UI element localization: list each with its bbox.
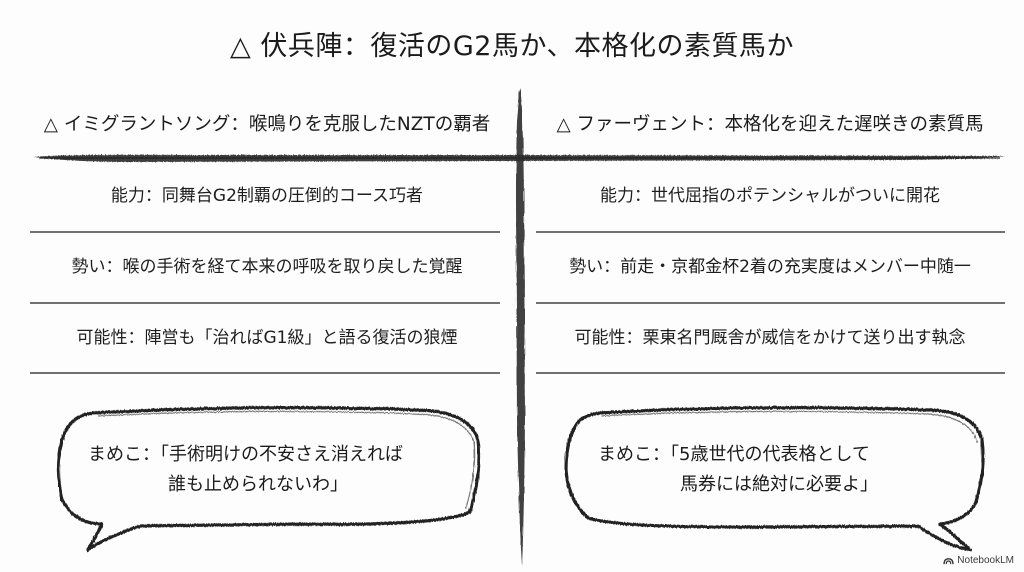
left-row-potential: 可能性：陣営も「治ればG1級」と語る復活の狼煙 xyxy=(76,328,458,348)
right-bubble-line-2: 馬券には絶対に必要よ」 xyxy=(680,474,878,495)
left-row-ability: 能力：同舞台G2制覇の圧倒的コース巧者 xyxy=(110,186,424,206)
right-row-ability: 能力：世代屈指のポテンシャルがついに開花 xyxy=(600,186,940,206)
vertical-brush-divider xyxy=(516,88,525,566)
left-bubble-line-2: 誰も止められないわ」 xyxy=(168,474,348,495)
header-brush-divider xyxy=(34,154,1005,162)
left-row-momentum: 勢い：喉の手術を経て本来の呼吸を取り戻した覚醒 xyxy=(71,257,463,277)
notebooklm-watermark: NotebookLM xyxy=(943,555,1014,566)
left-column-header: △ イミグラントソング：喉鳴りを克服したNZTの覇者 xyxy=(43,114,491,135)
right-column-header: △ ファーヴェント：本格化を迎えた遅咲きの素質馬 xyxy=(556,114,984,135)
notebooklm-logo-icon xyxy=(943,557,954,564)
slide-title: △ 伏兵陣：復活のG2馬か、本格化の素質馬か xyxy=(230,31,794,62)
left-bubble-line-1: まめこ：「手術明けの不安さえ消えれば xyxy=(88,444,403,465)
watermark-text: NotebookLM xyxy=(957,555,1014,566)
right-bubble-line-1: まめこ：「5歳世代の代表格として xyxy=(598,444,870,465)
right-row-potential: 可能性：栗東名門厩舎が威信をかけて送り出す執念 xyxy=(574,328,966,348)
right-row-momentum: 勢い：前走・京都金杯2着の充実度はメンバー中随一 xyxy=(569,257,971,277)
